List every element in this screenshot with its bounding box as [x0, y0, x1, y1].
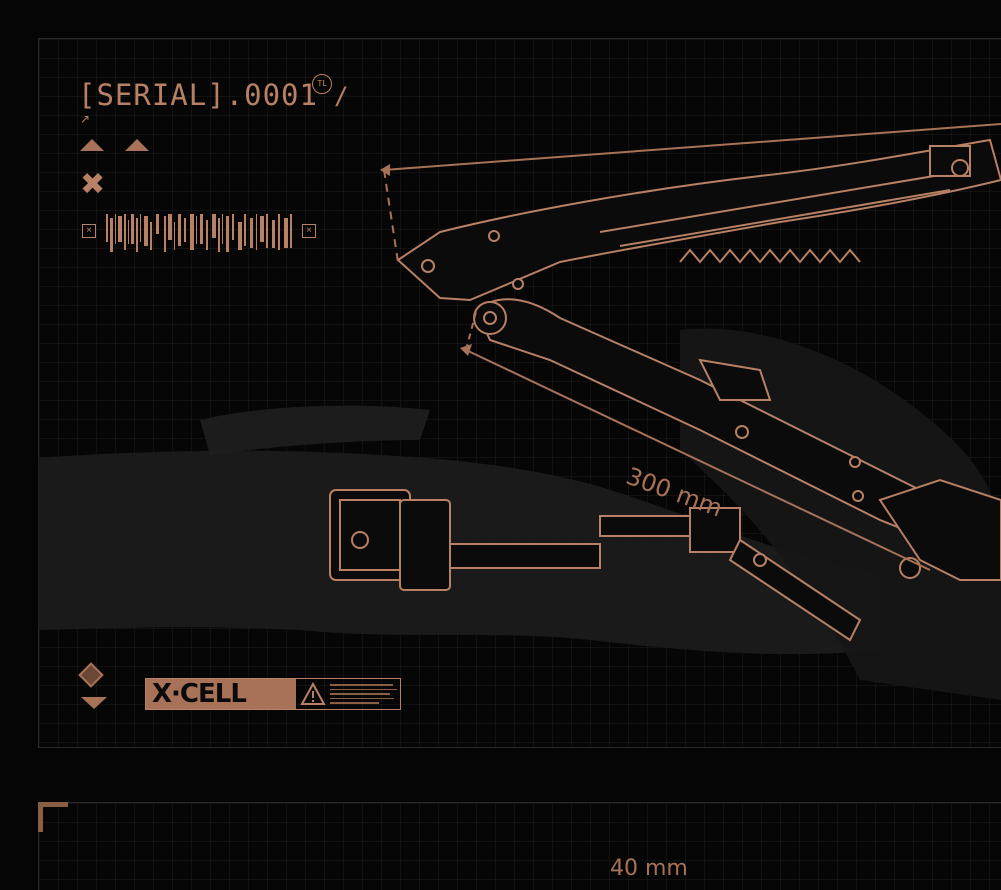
upper-blade-arm — [396, 138, 1001, 302]
up-triangle-icon[interactable] — [125, 139, 149, 151]
close-box-icon[interactable]: × — [82, 224, 96, 238]
corner-bracket — [38, 802, 68, 832]
fine-print-lines — [330, 683, 400, 705]
finger-silhouette — [200, 405, 430, 455]
dimension-line-300 — [383, 123, 1001, 571]
dimension-arrow — [380, 164, 390, 176]
xcell-logo: X·CELL — [146, 679, 296, 709]
xcell-brand-block: X·CELL — [145, 678, 401, 710]
close-box-icon[interactable]: × — [302, 224, 316, 238]
serial-label: [SERIAL].0001 — [78, 78, 318, 112]
dimension-arrow — [460, 344, 472, 356]
lower-articulated-arm — [473, 298, 1001, 581]
up-triangle-icon[interactable] — [80, 139, 104, 151]
warning-triangle-icon — [300, 682, 326, 705]
serial-slash: / — [334, 82, 349, 110]
wrist-assembly — [329, 489, 921, 642]
arrow-northeast-icon: ↗ — [80, 112, 91, 126]
dimension-label-40: 40 mm — [610, 856, 688, 881]
barcode-strip: × × — [80, 212, 320, 256]
lower-blueprint-panel — [38, 802, 1001, 890]
barcode-icon — [106, 214, 292, 252]
tl-badge: TL — [312, 74, 332, 94]
down-triangle-icon[interactable] — [81, 697, 107, 709]
x-mark-icon[interactable]: ✖ — [80, 167, 106, 202]
warning-panel — [296, 679, 400, 709]
